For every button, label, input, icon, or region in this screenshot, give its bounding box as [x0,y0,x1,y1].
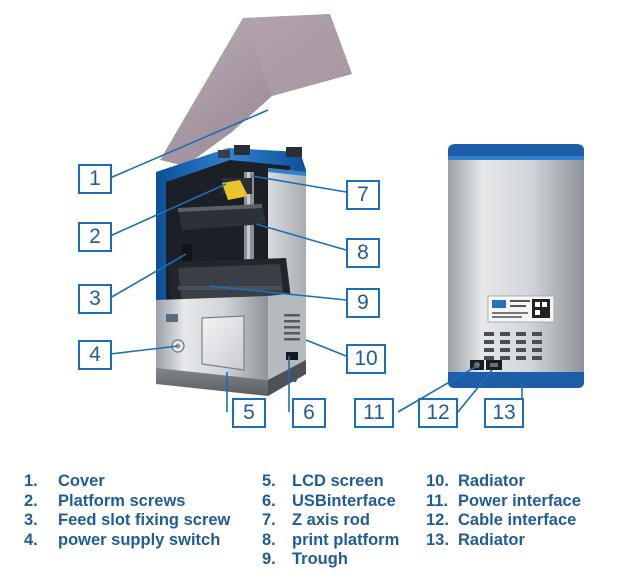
legend-item: 11. Power interface [426,492,581,512]
legend-label: Platform screws [58,491,186,510]
back-printer [448,144,584,388]
legend-label: Radiator [458,530,525,549]
legend-column-2: 5. LCD screen 6. USBinterface 7. Z axis rod… [262,472,399,570]
legend-item: 1. Cover [24,472,230,492]
legend-label: Cover [58,472,105,490]
callout-13: 13 [484,398,524,428]
lcd-screen [201,315,245,371]
legend-item: 8. print platform [262,531,399,551]
callout-7: 7 [346,180,380,210]
callout-9: 9 [346,288,380,318]
legend-label: Power interface [458,491,581,510]
legend-number: 13. [426,530,449,549]
leader-lines [109,109,523,413]
back-body [448,156,584,372]
legend-column-3: 10. Radiator 11. Power interface 12. Cable … [426,472,581,550]
callout-6: 6 [292,398,326,428]
callout-12: 12 [418,398,458,428]
callout-11: 11 [354,398,394,428]
printer-base [156,368,268,396]
legend-label: Feed slot fixing screw [58,511,231,529]
legend-number: 11. [426,491,449,510]
legend-item: 3. Feed slot fixing screw [24,511,230,531]
legend-item: 6. USBinterface [262,492,399,512]
legend-item: 4. power supply switch [24,531,230,551]
qr-code [532,299,550,318]
legend-number: 5. [262,472,276,490]
legend-column-1: 1. Cover 2. Platform screws 3. Feed slot fi… [24,472,230,550]
legend-item: 5. LCD screen [262,472,399,492]
legend-item: 7. Z axis rod [262,511,399,531]
front-printer [156,14,352,396]
legend-label: USBinterface [292,491,396,510]
legend-label: power supply switch [58,530,221,549]
callout-5: 5 [232,398,266,428]
legend-item: 9. Trough [262,550,399,570]
legend-label: Cable interface [458,511,577,529]
legend-number: 6. [262,491,276,510]
callout-2: 2 [78,222,112,252]
legend-label: Radiator [458,472,525,490]
callout-3: 3 [78,284,112,314]
legend-item: 10. Radiator [426,472,581,492]
legend-label: LCD screen [292,472,384,490]
legend-label: Trough [292,550,348,568]
legend-number: 7. [262,511,276,529]
legend-number: 12. [426,511,449,529]
legend-number: 1. [24,472,38,490]
legend-number: 10. [426,472,449,490]
legend-number: 3. [24,511,38,529]
usb-port [286,352,298,360]
legend-number: 2. [24,491,38,510]
legend-number: 8. [262,530,276,549]
legend-label: Z axis rod [292,511,370,529]
legend-item: 2. Platform screws [24,492,230,512]
callout-10: 10 [346,344,386,374]
legend-number: 9. [262,550,276,568]
vent-slots [284,314,300,341]
back-vents [484,332,542,360]
legend-number: 4. [24,530,38,549]
legend-item: 13. Radiator [426,531,581,551]
callout-4: 4 [78,340,112,370]
callout-1: 1 [78,164,112,194]
legend-label: print platform [292,530,400,549]
callout-8: 8 [346,238,380,268]
legend-item: 12. Cable interface [426,511,581,531]
